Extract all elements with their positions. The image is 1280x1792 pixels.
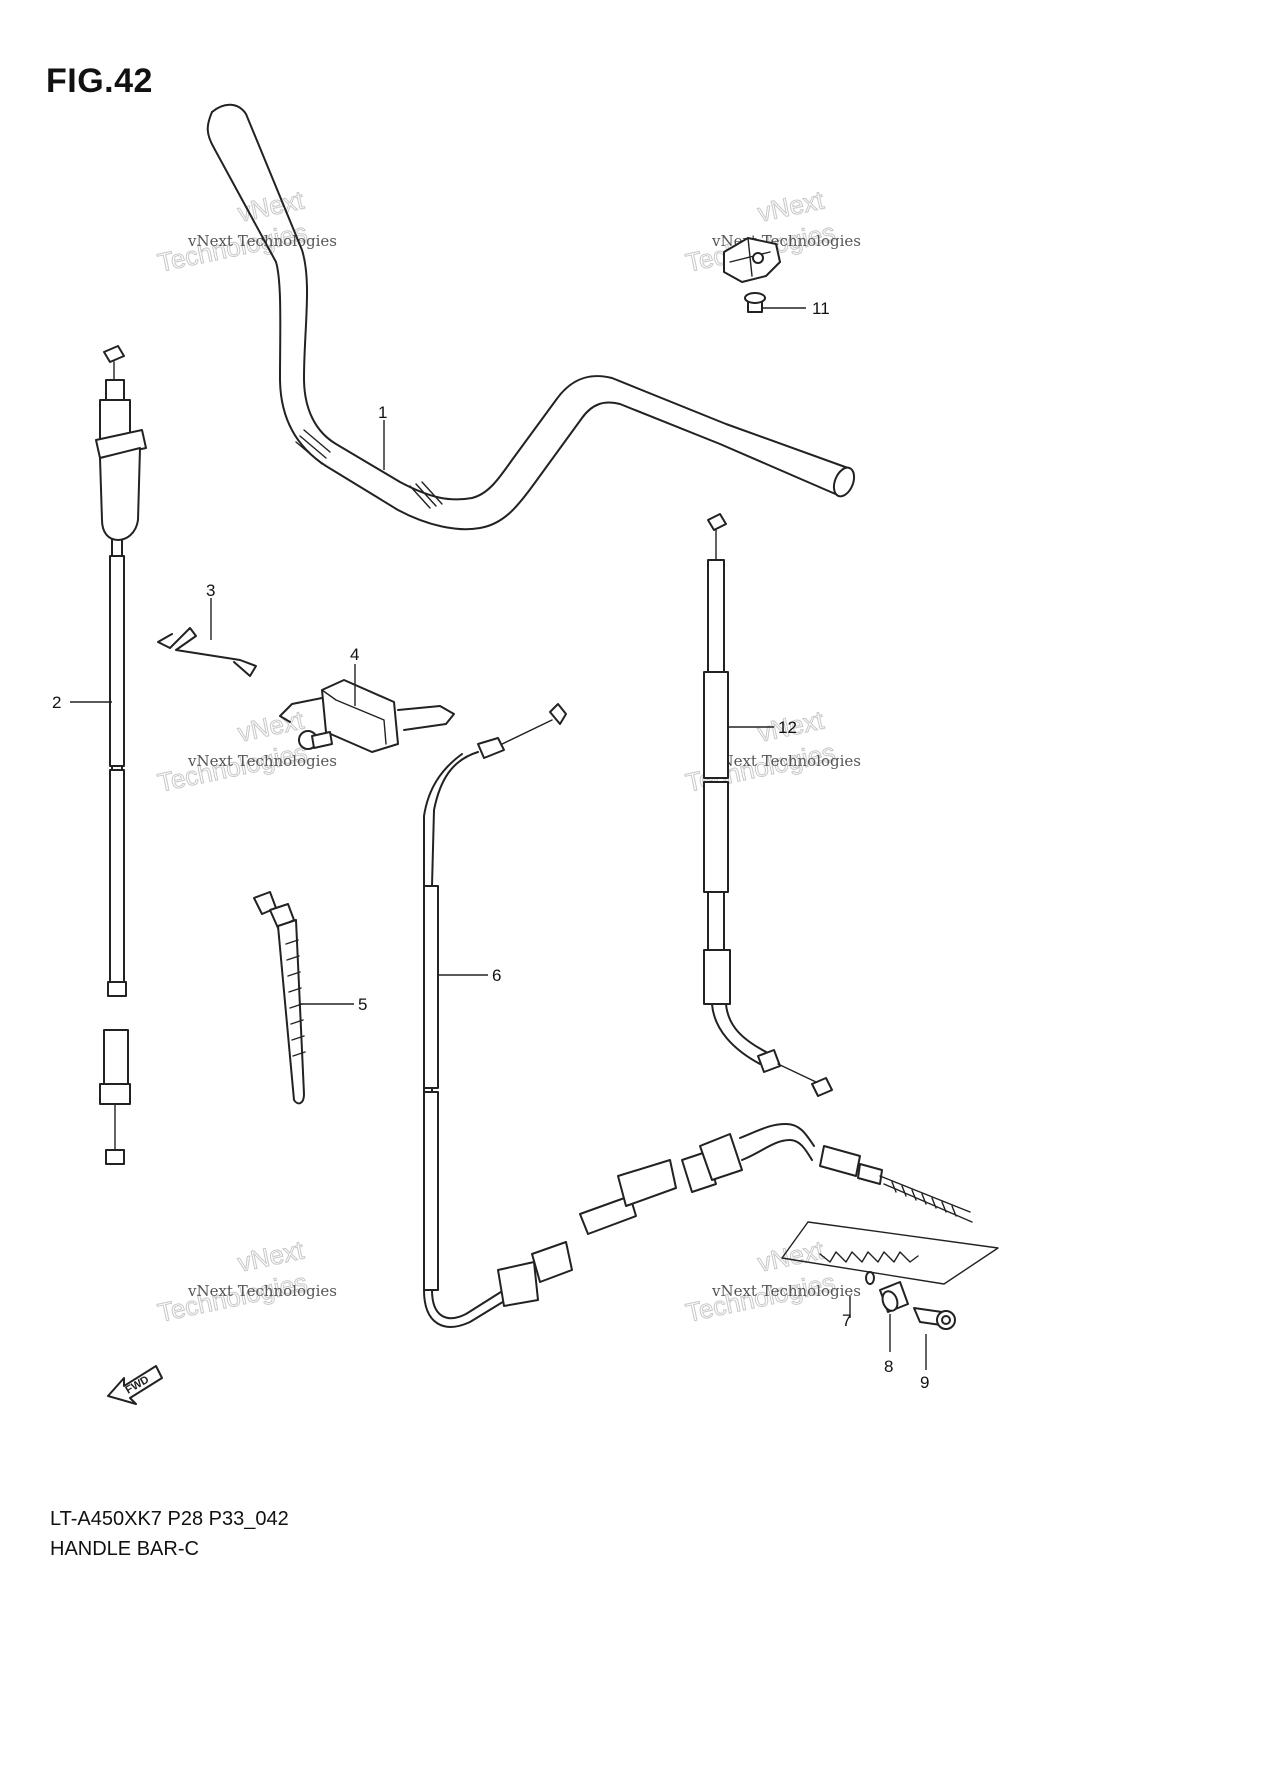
watermark-bottom-right: vNext Technologies vNext Technologies [683,1234,862,1328]
callout-5: 5 [358,995,367,1014]
callout-9: 9 [920,1373,929,1392]
figure-title: FIG.42 [46,62,153,100]
callout-7: 7 [842,1311,851,1330]
throttle-cable-part [95,345,147,1165]
callout-2: 2 [52,693,61,712]
callout-4: 4 [350,645,359,664]
cable-12-part [703,513,833,1097]
callout-3: 3 [206,581,215,600]
watermark-text: vNext Technologies [187,1282,337,1300]
model-code: LT-A450XK7 P28 P33_042 [50,1508,289,1530]
subassembly-frame [781,1221,999,1285]
cable-tie-part [253,891,306,1105]
watermark-mid-left: vNext Technologies vNext Technologies [155,704,338,798]
clamp-bracket-part [279,679,455,753]
collar-part [879,1281,909,1313]
clip-part [913,1307,956,1330]
watermark-text: vNext Technologies [711,752,861,770]
wire-spring-part [157,627,257,677]
callout-1: 1 [378,403,387,422]
callout-6: 6 [492,966,501,985]
callout-labels: 1 2 3 4 5 6 7 8 9 11 12 [52,299,929,1392]
watermark-text: vNext Technologies [187,752,337,770]
figure-name: HANDLE BAR-C [50,1538,199,1560]
callout-8: 8 [884,1357,893,1376]
forward-arrow-icon: FWD [107,1365,163,1405]
watermark-top-left: vNext Technologies vNext Technologies [155,184,338,278]
handlebar-part [206,103,856,531]
callout-12: 12 [778,718,797,737]
leader-lines [70,307,927,1370]
watermark-text: vNext Technologies [711,1282,861,1300]
watermark-bottom-left: vNext Technologies vNext Technologies [155,1234,338,1328]
callout-11: 11 [812,299,830,318]
switch-bracket-part [723,237,781,313]
brake-cable-part [423,703,973,1328]
spring-part [819,1251,919,1285]
